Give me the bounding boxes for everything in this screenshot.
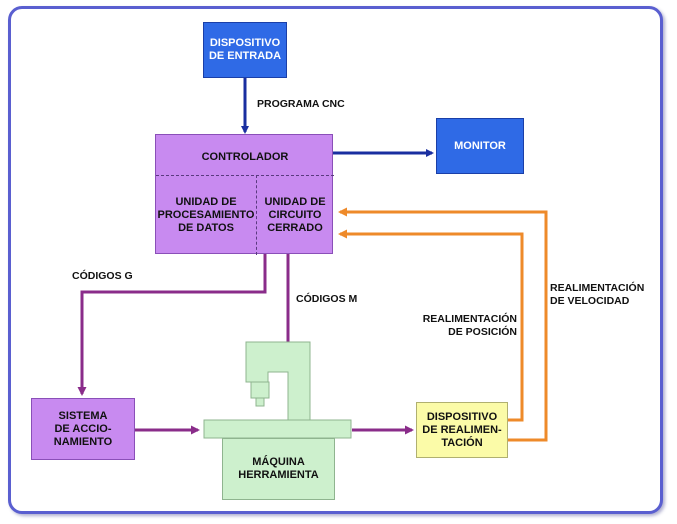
label-realimentacion-posicion: REALIMENTACIÓN DE POSICIÓN <box>422 313 517 338</box>
controlador-title: CONTROLADOR <box>201 151 289 163</box>
machine-spindle <box>250 381 270 399</box>
monitor-box: MONITOR <box>436 118 524 174</box>
machine-column <box>245 341 311 421</box>
dispositivo-entrada-box: DISPOSITIVO DE ENTRADA <box>203 22 287 78</box>
unidad-circuito-cerrado: UNIDAD DE CIRCUITO CERRADO <box>264 196 326 234</box>
dispositivo-realimentacion-box: DISPOSITIVO DE REALIMEN- TACIÓN <box>416 402 508 458</box>
arrow-codigos-g <box>77 253 267 396</box>
machine-table <box>203 419 352 439</box>
sistema-accionamiento-box: SISTEMA DE ACCIO- NAMIENTO <box>31 398 135 460</box>
maquina-herramienta-box: MÁQUINA HERRAMIENTA <box>222 438 335 500</box>
controlador-divider-h <box>156 175 334 176</box>
arrow-realimentacion-velocidad <box>338 207 548 442</box>
controlador-divider-v <box>256 175 257 255</box>
machine-tool-tip <box>255 397 265 407</box>
unidad-procesamiento-datos: UNIDAD DE PROCESAMIENTO DE DATOS <box>157 196 255 234</box>
label-codigos-m: CÓDIGOS M <box>296 293 358 305</box>
label-codigos-g: CÓDIGOS G <box>72 270 133 282</box>
controlador-box: CONTROLADOR UNIDAD DE PROCESAMIENTO DE D… <box>155 134 334 255</box>
machine-tool-drawing <box>203 341 352 439</box>
arrow-realimentacion-posicion <box>338 229 524 422</box>
label-realimentacion-velocidad: REALIMENTACIÓN DE VELOCIDAD <box>550 282 645 307</box>
label-programa-cnc: PROGRAMA CNC <box>257 98 345 110</box>
